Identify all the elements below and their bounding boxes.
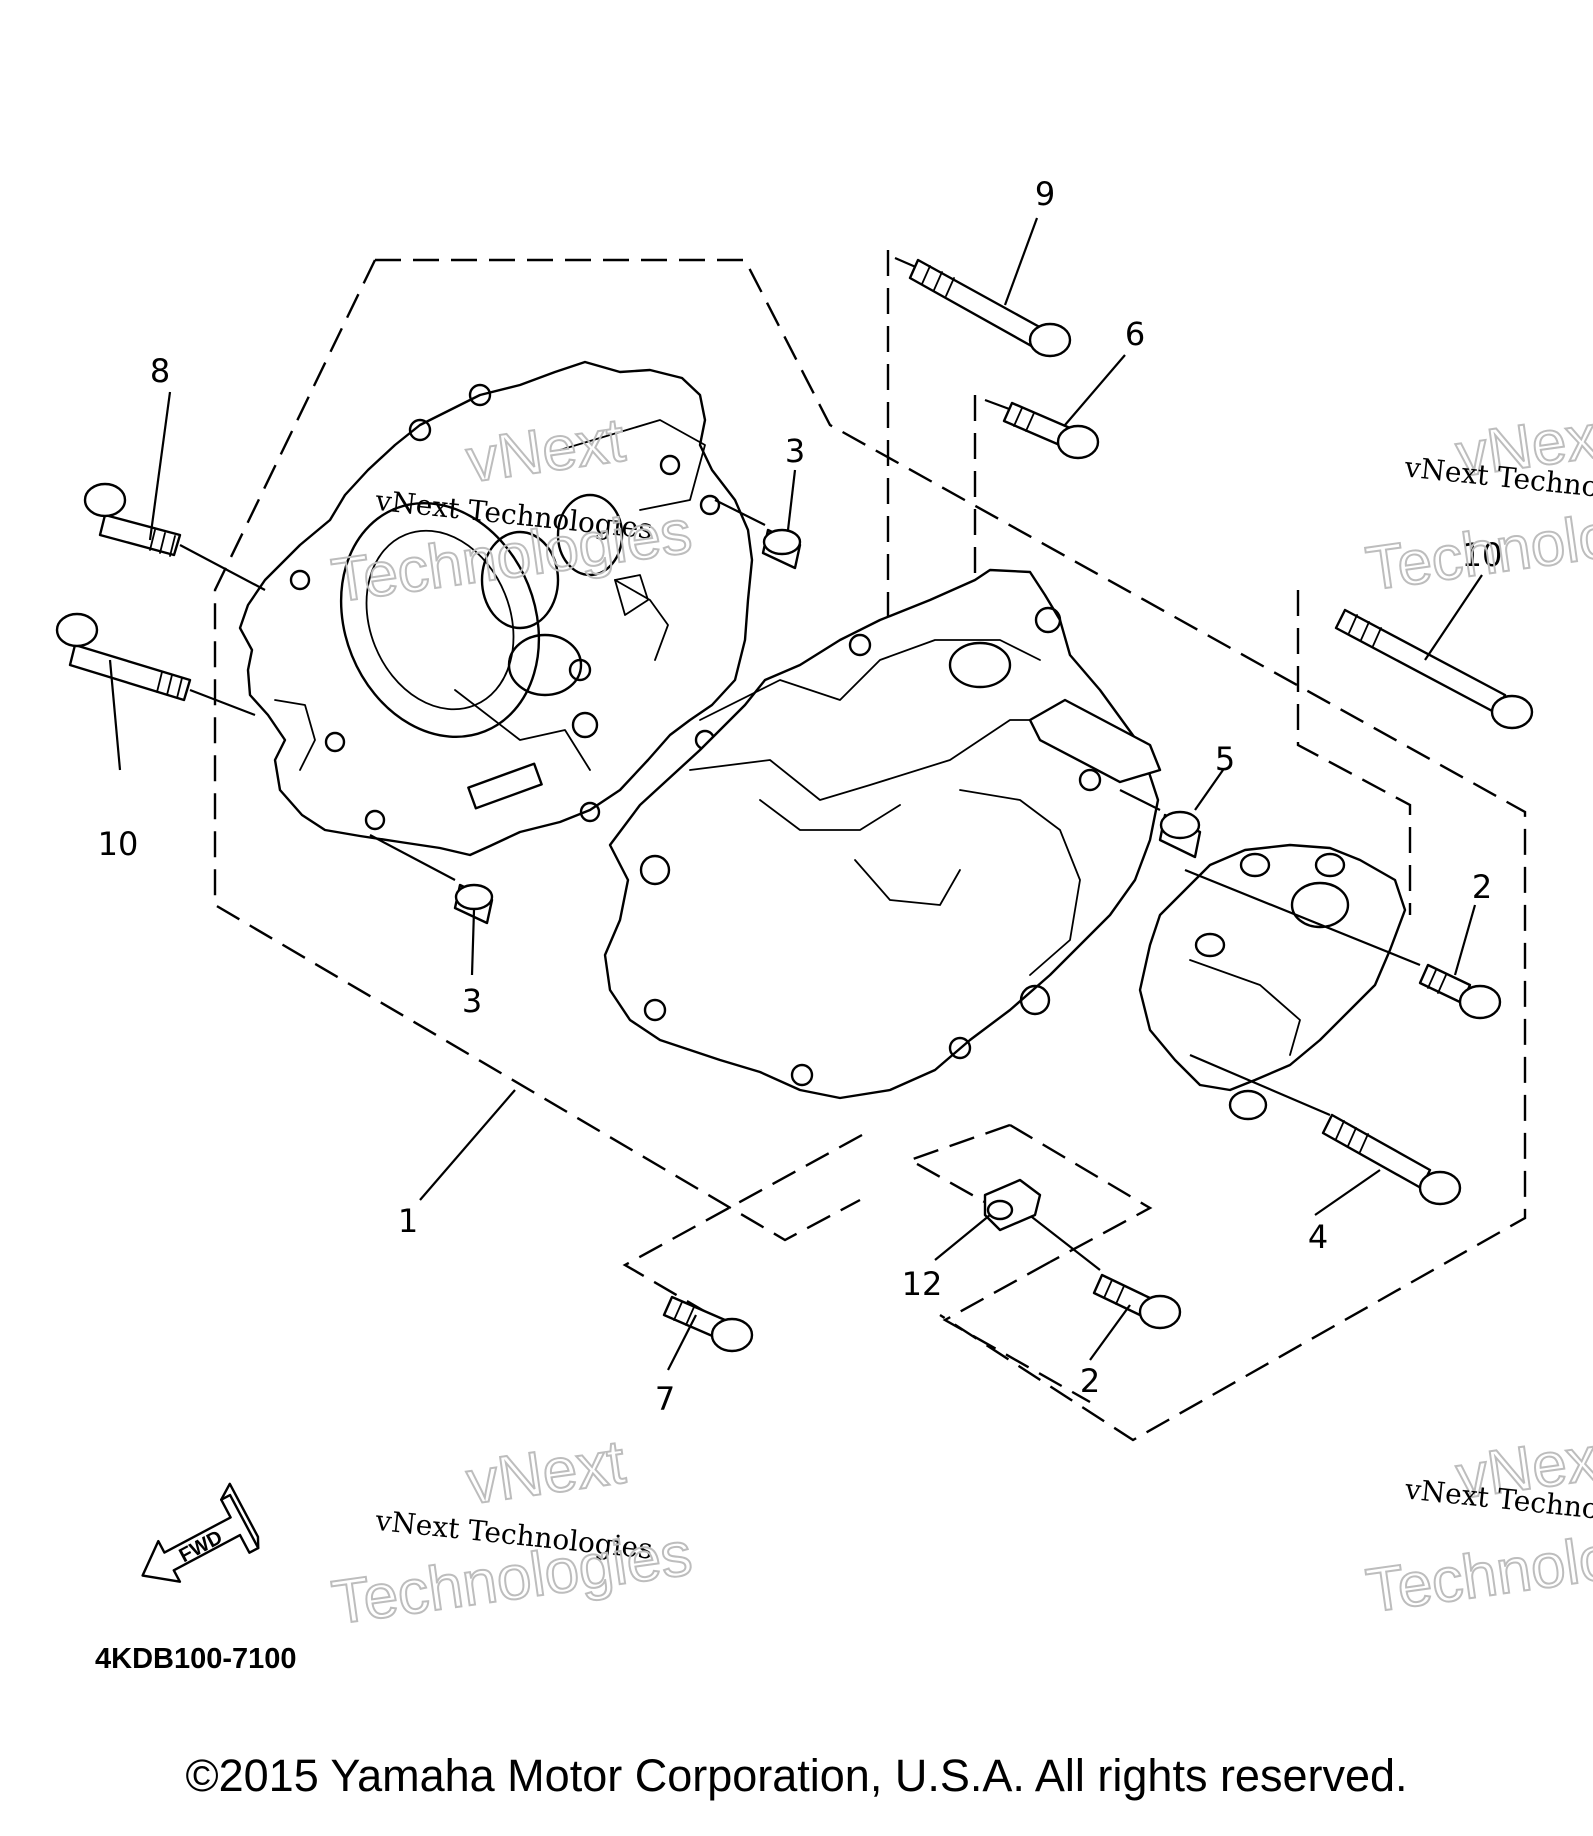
part-code: 4KDB100-7100: [95, 1643, 297, 1675]
callout-4: 4: [1308, 1218, 1328, 1256]
callout-6: 6: [1125, 315, 1145, 353]
callout-7: 7: [655, 1380, 675, 1418]
callout-5: 5: [1215, 740, 1235, 778]
callout-2-upper: 2: [1472, 868, 1492, 906]
dowel-pin-3-lower: [369, 834, 494, 925]
bolt-7: [662, 1295, 754, 1353]
watermark-bottom-left: vNext vNext Technologies Technologies: [327, 1427, 697, 1639]
bolt-6: [984, 398, 1100, 460]
fwd-arrow-icon: FWD: [141, 1482, 260, 1583]
dowel-pin-5: [1119, 789, 1202, 859]
callout-leaders: [108, 217, 1483, 1371]
plug-12: [983, 1178, 1042, 1232]
right-crankcase-half: [603, 568, 1162, 1100]
bolt-2-upper: [1184, 868, 1502, 1020]
bolt-4: [1189, 1053, 1462, 1206]
watermark-technologies: Technologies: [1362, 1507, 1593, 1626]
left-crankcase-half: [238, 360, 754, 857]
callout-3-upper: 3: [785, 432, 805, 470]
callout-labels: 8 10 9 6 3 3 10 5 2 4 1 12 7 2: [98, 175, 1503, 1418]
callout-10: 10: [1462, 536, 1503, 574]
watermark-vnext: vNext: [463, 1428, 630, 1518]
callout-11: 10: [98, 825, 139, 863]
callout-3-lower: 3: [462, 982, 482, 1020]
bolt-2-lower: [1009, 1199, 1182, 1330]
bearing-housing: [1138, 843, 1407, 1121]
callout-1: 1: [398, 1202, 418, 1240]
watermark-bottom-right: vNext vNext Technologies Technologies: [1361, 1421, 1593, 1627]
bolt-11: [55, 612, 256, 717]
callout-9: 9: [1035, 175, 1055, 213]
dowel-pin-3-upper: [714, 499, 802, 570]
callout-12: 12: [902, 1265, 943, 1303]
bolt-9: [894, 256, 1072, 358]
bolt-10: [1334, 608, 1534, 730]
bolt-8: [83, 482, 266, 591]
callout-2-lower: 2: [1080, 1362, 1100, 1400]
watermark-technologies: Technologies: [1362, 485, 1593, 604]
watermark-top-right: vNext vNext Technologies Technologies: [1361, 399, 1593, 605]
callout-8: 8: [150, 352, 170, 390]
copyright-notice: ©2015 Yamaha Motor Corporation, U.S.A. A…: [185, 1750, 1408, 1801]
